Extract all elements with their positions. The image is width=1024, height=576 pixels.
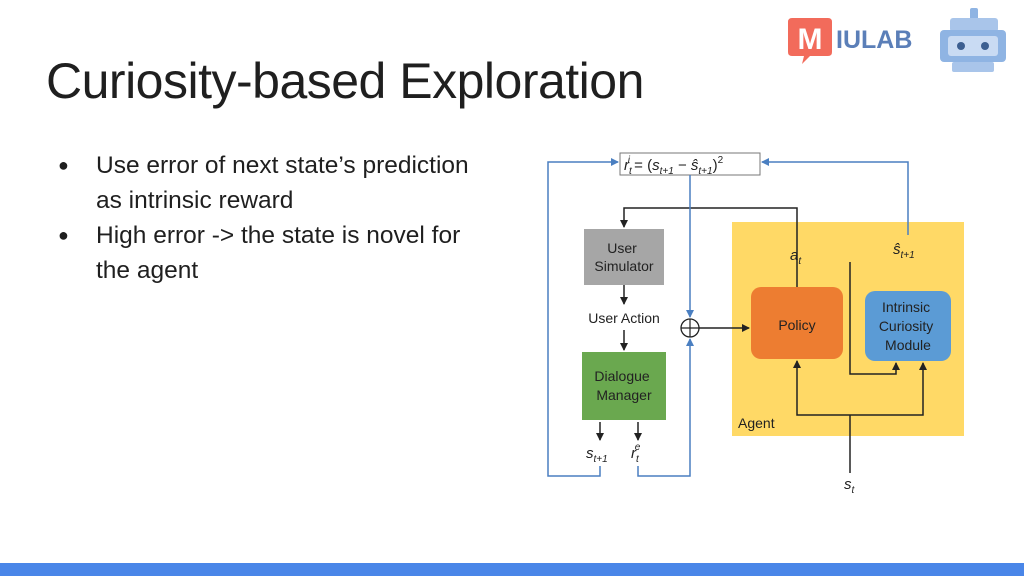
dialogue-manager-line1: Dialogue xyxy=(594,368,649,384)
logo-text: IULAB xyxy=(836,26,912,54)
user-simulator-line2: Simulator xyxy=(594,258,653,274)
next-state-to-formula-arrow xyxy=(547,158,619,477)
footer-bar xyxy=(0,563,1024,576)
icm-label: Intrinsic Curiosity Module xyxy=(879,299,937,353)
state-st-label: st xyxy=(844,476,856,496)
curiosity-diagram: Agent rti = (st+1 − ŝt+1)2 User Simulato… xyxy=(547,152,964,496)
bullet-line: Use error of next state’s prediction xyxy=(96,152,469,179)
next-state-label: st+1 xyxy=(586,445,608,465)
bullet-item: ● Use error of next state’s prediction a… xyxy=(58,148,528,218)
policy-box xyxy=(751,287,843,359)
intrinsic-reward-formula: rti = (st+1 − ŝt+1)2 xyxy=(624,155,724,177)
bullet-line: High error -> the state is novel for xyxy=(96,222,461,249)
agent-label: Agent xyxy=(738,415,775,431)
bullet-line: the agent xyxy=(96,257,199,284)
icm-line1: Intrinsic xyxy=(882,299,930,315)
extrinsic-reward-label: rte xyxy=(631,442,641,465)
bullet-item: ● High error -> the state is novel for t… xyxy=(58,218,528,288)
user-simulator-box xyxy=(584,229,664,285)
state-to-icm-arrow xyxy=(850,362,927,416)
prediction-to-formula-arrow xyxy=(761,158,909,235)
icm-box xyxy=(865,291,951,361)
reward-to-sum-arrow xyxy=(637,338,694,477)
logo-badge xyxy=(788,18,832,64)
user-simulator-label: User Simulator xyxy=(594,240,653,274)
robot-icon xyxy=(940,8,1006,72)
policy-label: Policy xyxy=(778,317,815,333)
icm-line2: Curiosity xyxy=(879,318,933,334)
bullet-dot-icon: ● xyxy=(58,225,69,245)
black-connectors xyxy=(596,207,927,473)
user-simulator-line1: User xyxy=(607,240,637,256)
icm-line3: Module xyxy=(885,337,931,353)
slide-title: Curiosity-based Exploration xyxy=(46,53,644,109)
predicted-state-label: ŝt+1 xyxy=(893,241,915,261)
action-to-simulator-arrow xyxy=(620,207,798,287)
bullet-list: ● Use error of next state’s prediction a… xyxy=(58,148,528,288)
sum-node xyxy=(680,318,700,338)
user-action-label: User Action xyxy=(588,310,660,326)
dialogue-manager-line2: Manager xyxy=(596,387,652,403)
action-at-label: at xyxy=(790,247,802,267)
bullet-line: as intrinsic reward xyxy=(96,187,294,214)
blue-connectors xyxy=(547,158,909,477)
action-to-icm-arrow xyxy=(849,262,900,375)
bullet-dot-icon: ● xyxy=(58,155,69,175)
dialogue-manager-box xyxy=(582,352,666,420)
state-to-policy-arrow xyxy=(793,360,850,416)
logo-badge-letter: M xyxy=(798,23,823,56)
dialogue-manager-label: Dialogue Manager xyxy=(594,368,653,403)
miulab-logo: M IULAB xyxy=(788,8,1006,72)
